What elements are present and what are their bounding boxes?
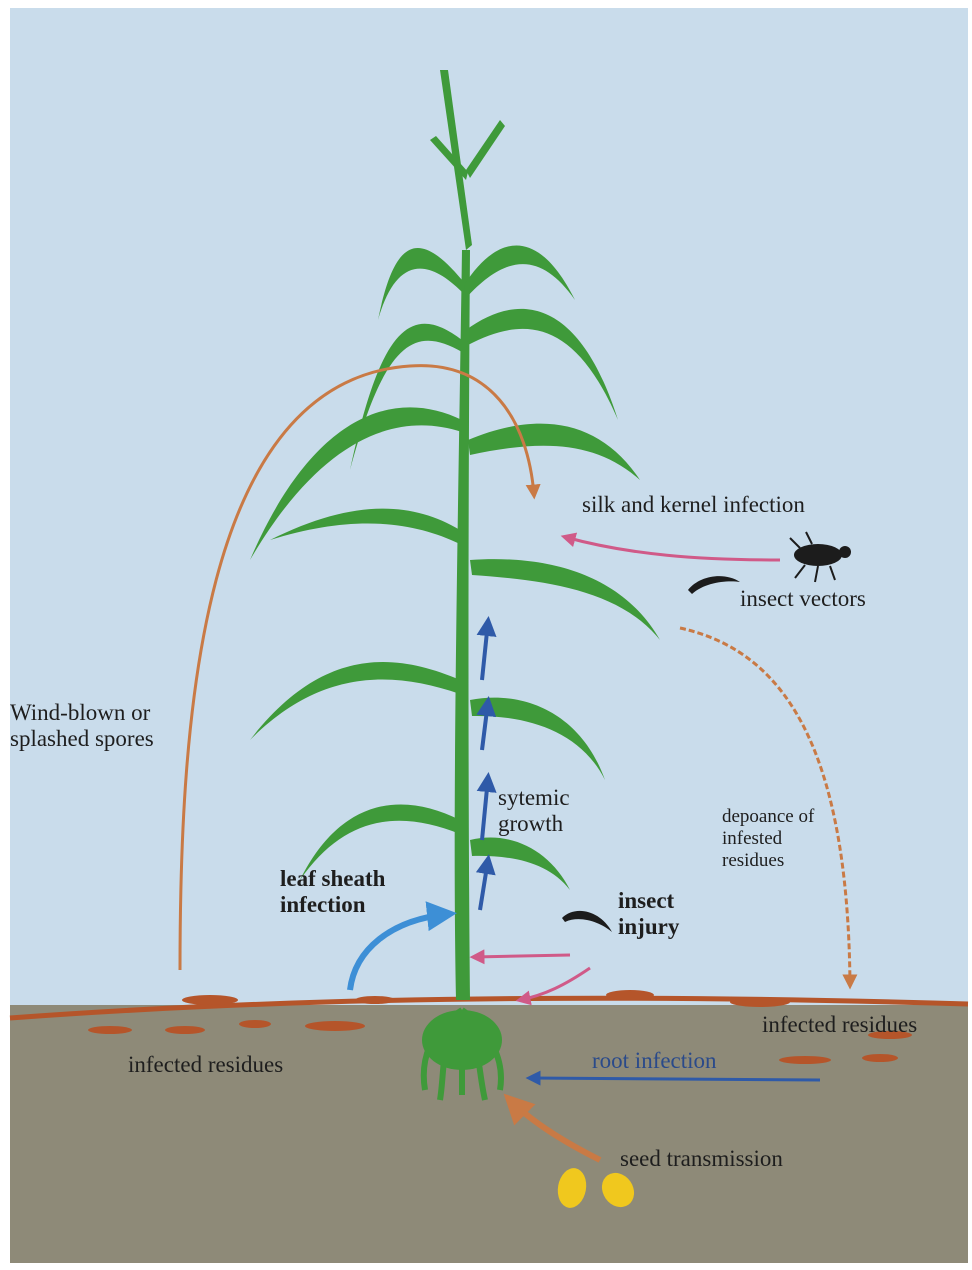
infected-residues-left-label: infected residues [128,1052,283,1078]
root-infection-arrow [530,1078,820,1080]
insect-injury-label: insect injury [618,888,708,941]
seed-transmission-label: seed transmission [620,1146,783,1172]
root-infection-label: root infection [592,1048,717,1074]
wind-blown-label: Wind-blown or splashed spores [10,700,180,753]
insect-vectors-label: insect vectors [740,586,866,612]
insect-injury-arrow-stalk [474,955,570,957]
leaf-sheath-label: leaf sheath infection [280,866,420,919]
silk-kernel-label: silk and kernel infection [582,492,805,518]
infected-residues-right-label: infected residues [762,1012,917,1038]
dispersal-label: depoance of infested residues [722,806,842,872]
systemic-growth-label: sytemic growth [498,785,598,838]
